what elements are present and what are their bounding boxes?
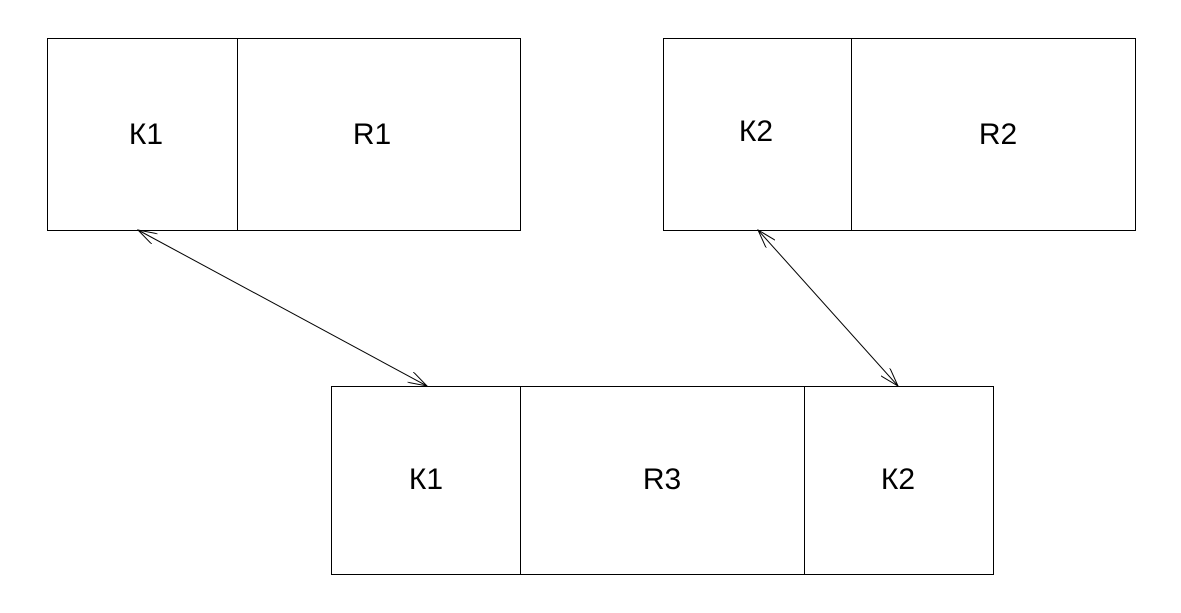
link-k1-bidirectional-arrow xyxy=(138,230,427,386)
link-k2-bidirectional-arrow xyxy=(758,230,898,386)
table-2: К2 R2 xyxy=(663,38,1136,231)
table-3-key1-label: К1 xyxy=(409,463,443,496)
table-2-attr-label: R2 xyxy=(979,118,1017,151)
table-2-key-label: К2 xyxy=(739,115,773,148)
table-1-box xyxy=(47,38,521,231)
table-2-box xyxy=(663,38,1136,231)
table-3-key2-label: К2 xyxy=(881,463,915,496)
table-3: К1 R3 К2 xyxy=(331,386,994,575)
table-3-box xyxy=(331,386,994,575)
table-1-attr-label: R1 xyxy=(353,118,391,151)
table-3-attr-label: R3 xyxy=(643,463,681,496)
table-1-key-label: К1 xyxy=(129,118,163,151)
table-1: К1 R1 xyxy=(47,38,521,231)
